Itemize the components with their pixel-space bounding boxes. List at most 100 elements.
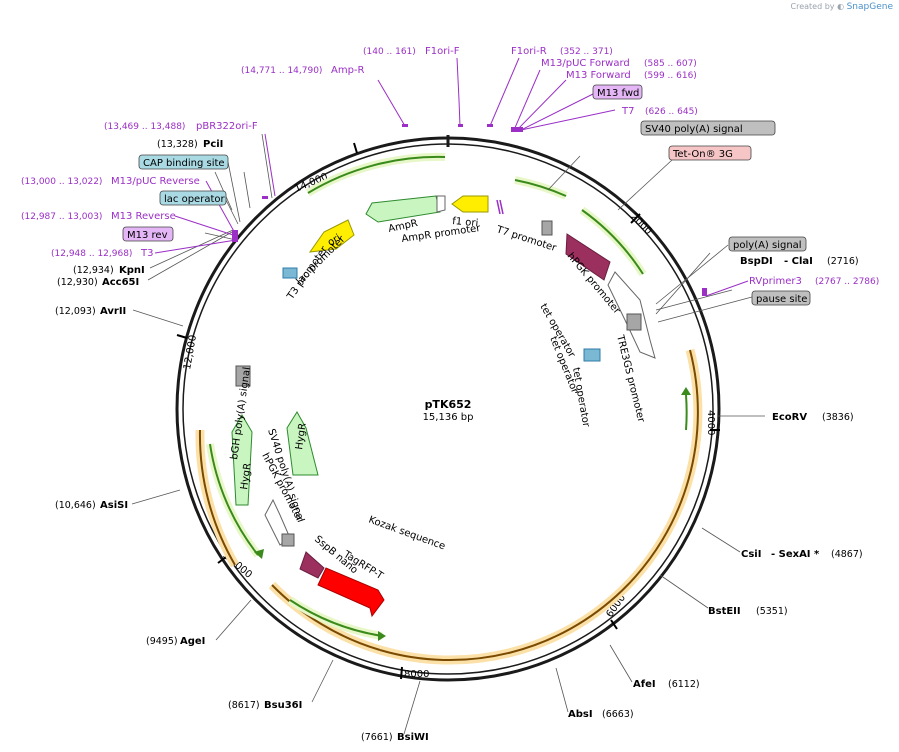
- arc-left-inner: [209, 443, 259, 556]
- orange-arc-right-halo: [378, 348, 703, 665]
- primer-marks: [232, 124, 707, 296]
- tick-6000: [610, 619, 618, 630]
- enzyme-avrii-pos: (12,093): [55, 306, 96, 317]
- orange-arc-right: [379, 349, 699, 661]
- pl-m13puc-fwd: [513, 69, 541, 131]
- tick-10000: [217, 556, 227, 564]
- primer-rvprimer-pos: (2767 .. 2786): [815, 277, 879, 287]
- ori-arrow: [308, 219, 355, 253]
- box-cap-binding-text: CAP binding site: [143, 158, 225, 169]
- box-pause-site-text: pause site: [756, 294, 807, 305]
- leader-pcii-2: [243, 171, 251, 209]
- pm-m13-t7: [511, 127, 523, 132]
- pm-f1ori-r: [487, 124, 493, 127]
- box-m13-fwd[interactable]: [592, 84, 643, 100]
- leader-teton: [617, 159, 673, 211]
- box-tet-on[interactable]: [668, 145, 752, 161]
- primer-m13-fwd-pos: (599 .. 616): [644, 71, 697, 81]
- polya-signal-marker: [626, 313, 642, 331]
- enzyme-avrii[interactable]: AvrII: [100, 306, 126, 317]
- primer-rvprimer-name: RVprimer3: [749, 276, 802, 287]
- enzyme-bspdi[interactable]: BspDI: [740, 256, 773, 267]
- enzyme-bsu36i[interactable]: Bsu36I: [264, 700, 302, 711]
- enzyme-csii[interactable]: CsiI: [741, 549, 761, 560]
- primer-leaders: [154, 57, 749, 297]
- box-lac-operator-text: lac operator: [164, 194, 225, 205]
- leader-acc65i: [147, 231, 233, 281]
- enzyme-kpni[interactable]: KpnI: [119, 265, 145, 276]
- tick-label-8000: 8000: [404, 669, 429, 680]
- inner-green-arcs: [206, 387, 691, 641]
- enzyme-agei[interactable]: AgeI: [180, 636, 205, 647]
- leader-asisi: [131, 489, 181, 505]
- snapgene-logo-icon: ◐: [837, 2, 845, 11]
- tick-14000: [353, 142, 358, 154]
- enzyme-afei[interactable]: AfeI: [633, 679, 656, 690]
- primer-m13puc-rev-pos: (13,000 .. 13,022): [21, 177, 102, 187]
- orange-arc-left: [198, 429, 236, 566]
- box-tet-on-text: Tet-On® 3G: [672, 149, 733, 160]
- arc-top-left-halo: [305, 152, 446, 197]
- primer-pbr322-pos: (13,469 .. 13,488): [104, 122, 185, 132]
- enzyme-acc65i-pos: (12,930): [57, 277, 98, 288]
- label-f1-ori: f1 ori: [452, 216, 479, 229]
- arc-top-right: [514, 179, 567, 197]
- primer-m13puc-rev-name: M13/pUC Reverse: [111, 176, 200, 187]
- enzyme-clai[interactable]: - ClaI: [784, 256, 813, 267]
- arc-bottom-inner: [289, 599, 383, 637]
- leader-bsteii: [659, 574, 709, 609]
- leader-pause: [657, 296, 753, 323]
- box-cap-binding[interactable]: [138, 154, 229, 170]
- box-sv40-polya[interactable]: [640, 120, 776, 136]
- enzyme-bsteii[interactable]: BstEII: [708, 606, 741, 617]
- enzyme-agei-pos: (9495): [146, 636, 178, 647]
- leader-m13rev-box: [204, 232, 237, 241]
- enzyme-asisi[interactable]: AsiSI: [100, 500, 128, 511]
- enzyme-absi-pos: (6663): [602, 709, 634, 720]
- arc-top-left: [307, 155, 446, 194]
- enzyme-bsu36i-pos: (8617): [228, 700, 260, 711]
- enzyme-pcii[interactable]: PciI: [203, 139, 223, 150]
- enzyme-sexai[interactable]: - SexAI *: [771, 549, 820, 560]
- pm-rvprimer: [702, 288, 707, 296]
- credit-prefix: Created by: [790, 2, 835, 11]
- tagrfp-t-arrow: [317, 567, 385, 618]
- feature-arrows: [231, 195, 656, 618]
- box-m13-rev[interactable]: [122, 226, 174, 242]
- box-polya-signal-text: poly(A) signal: [733, 240, 802, 251]
- sv40-polya-marker: [541, 220, 553, 236]
- enzyme-bsteii-pos: (5351): [756, 606, 788, 617]
- arc-left-inner-head: [254, 549, 264, 559]
- credit-brand: SnapGene: [846, 2, 893, 12]
- primer-amp-r-name: Amp-R: [331, 65, 365, 76]
- enzyme-acc65i[interactable]: Acc65I: [102, 277, 139, 288]
- orange-arcs: [195, 348, 703, 665]
- pm-amp-r: [402, 124, 408, 127]
- enzyme-ecorv[interactable]: EcoRV: [772, 412, 807, 423]
- enzyme-bspdi-pos: (2716): [827, 256, 859, 267]
- pl-m13puc-rev: [205, 180, 237, 236]
- box-lac-operator[interactable]: [159, 190, 227, 206]
- leader-lines: [131, 133, 765, 735]
- enzyme-bsiwi-pos: (7661): [361, 732, 393, 743]
- enzyme-absi[interactable]: AbsI: [568, 709, 593, 720]
- pl-pbr322: [264, 133, 276, 197]
- primer-f1ori-f-name: F1ori-F: [425, 46, 460, 57]
- primer-m13puc-fwd-name: M13/pUC Forward: [541, 58, 630, 69]
- enzyme-bsiwi[interactable]: BsiWI: [397, 732, 429, 743]
- primer-t3-pos: (12,948 .. 12,968): [51, 249, 132, 259]
- box-pause-site[interactable]: [751, 290, 811, 306]
- hpgk-promoter-arrow: [565, 233, 611, 281]
- enzyme-asisi-pos: (10,646): [55, 500, 96, 511]
- lac-operator-marker: [282, 267, 298, 279]
- box-polya-signal[interactable]: [728, 236, 807, 252]
- primer-f1ori-f-pos: (140 .. 161): [363, 47, 416, 57]
- leader-absi: [555, 667, 569, 713]
- enzyme-pcii-pos: (13,328): [157, 139, 198, 150]
- pl-m13-fwd: [516, 79, 567, 131]
- primer-f1ori-r-name: F1ori-R: [511, 46, 547, 57]
- tick-2000: [630, 213, 641, 224]
- tick-8000: [400, 666, 403, 680]
- box-m13-rev-text: M13 rev: [127, 230, 168, 241]
